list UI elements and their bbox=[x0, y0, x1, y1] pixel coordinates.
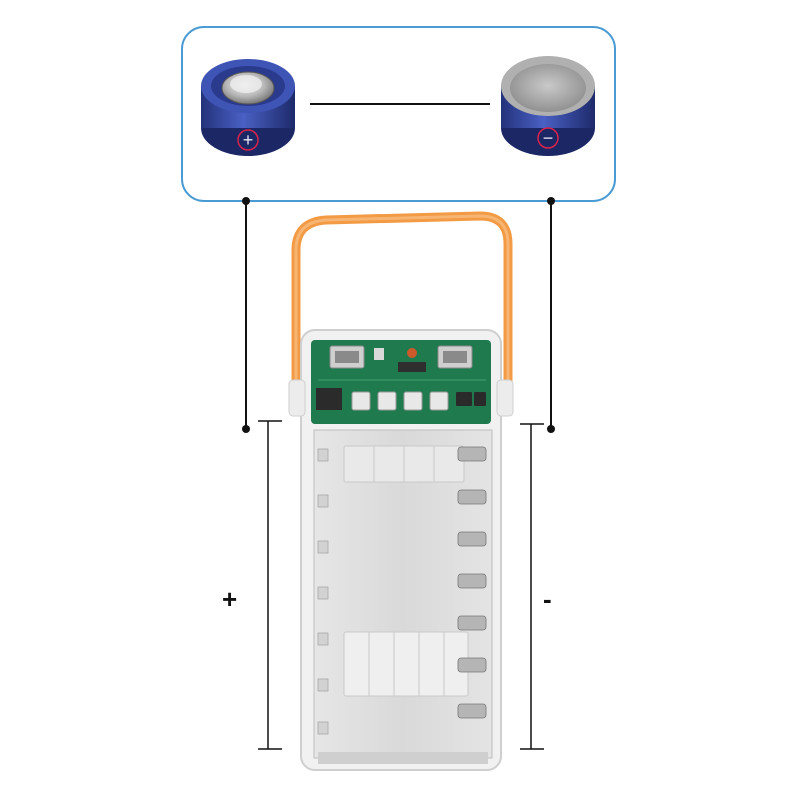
battery-cell-positive-icon: + bbox=[201, 59, 295, 156]
negative-leader-line bbox=[547, 197, 555, 433]
positive-polarity-label: + bbox=[222, 584, 238, 614]
positive-terminal-symbol: + bbox=[243, 130, 254, 150]
battery-tray bbox=[313, 429, 493, 759]
negative-side-bracket bbox=[520, 423, 544, 750]
spring-contacts bbox=[457, 446, 487, 719]
negative-polarity-label: - bbox=[543, 584, 552, 614]
power-bank-case-icon bbox=[288, 329, 514, 771]
circuit-board bbox=[311, 340, 491, 424]
positive-leader-line bbox=[242, 197, 250, 433]
terminal-callout-box bbox=[181, 26, 616, 202]
negative-terminal-symbol: − bbox=[543, 128, 554, 148]
positive-side-bracket bbox=[258, 420, 282, 750]
battery-cell-negative-icon: − bbox=[501, 56, 595, 156]
